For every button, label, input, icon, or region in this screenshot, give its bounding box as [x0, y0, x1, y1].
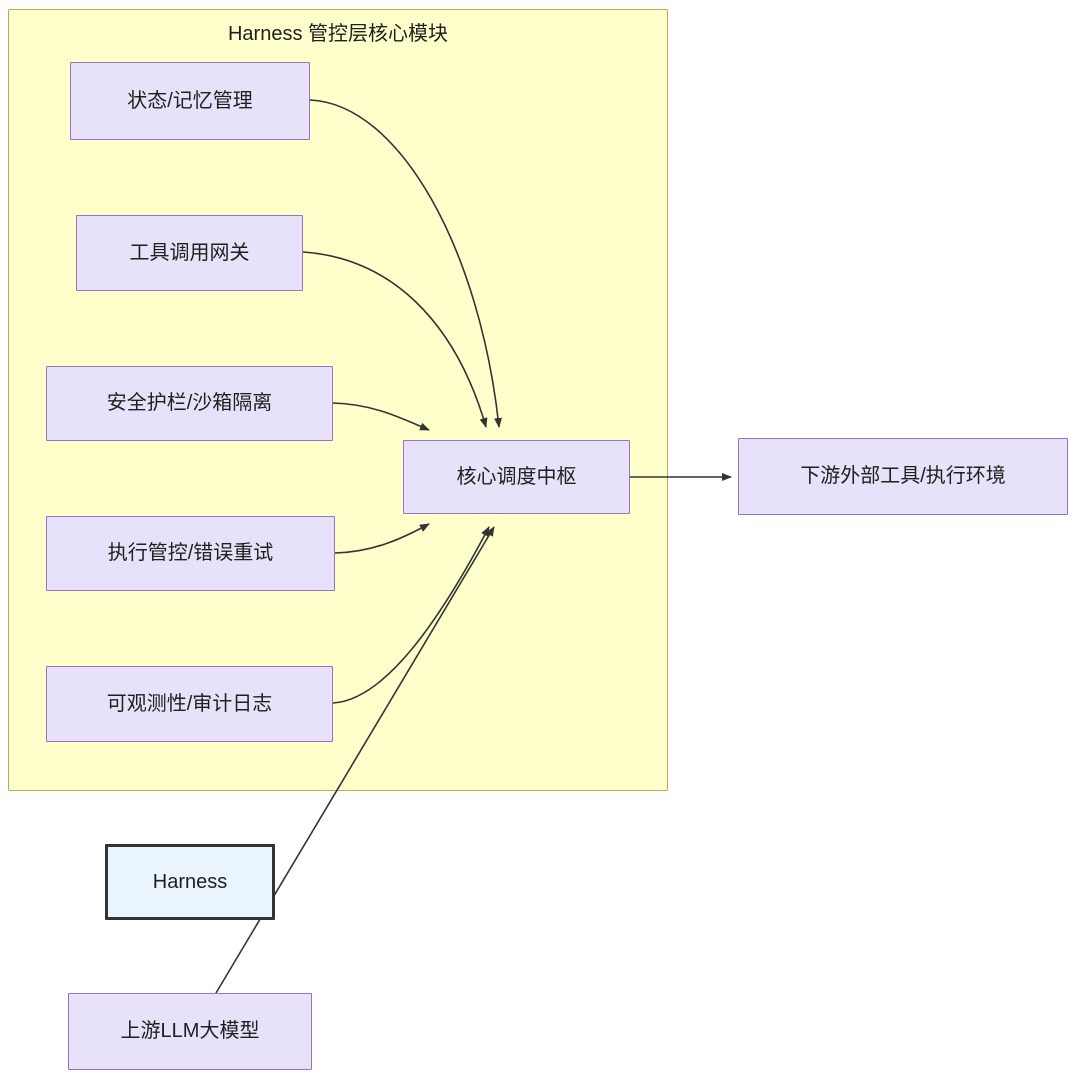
- node-label: 上游LLM大模型: [120, 1020, 260, 1042]
- node-label: 安全护栏/沙箱隔离: [106, 392, 273, 414]
- node-execution-control-retry[interactable]: 执行管控/错误重试: [46, 516, 335, 591]
- node-label: 状态/记忆管理: [127, 89, 253, 112]
- node-upstream-llm[interactable]: 上游LLM大模型: [68, 993, 312, 1070]
- node-downstream-tools-runtime[interactable]: 下游外部工具/执行环境: [738, 438, 1068, 515]
- node-label: 工具调用网关: [129, 241, 250, 264]
- node-tool-invocation-gateway[interactable]: 工具调用网关: [76, 215, 303, 291]
- group-title: Harness 管控层核心模块: [227, 23, 449, 45]
- node-guardrail-sandbox-isolation[interactable]: 安全护栏/沙箱隔离: [46, 366, 333, 441]
- node-label: 核心调度中枢: [456, 465, 577, 488]
- node-state-memory-management[interactable]: 状态/记忆管理: [70, 62, 310, 140]
- node-harness[interactable]: Harness: [105, 844, 275, 920]
- node-label: 可观测性/审计日志: [106, 692, 273, 715]
- node-label: 下游外部工具/执行环境: [800, 465, 1006, 487]
- node-core-scheduling-hub[interactable]: 核心调度中枢: [403, 440, 630, 514]
- node-label: Harness: [152, 870, 228, 893]
- node-label: 执行管控/错误重试: [107, 542, 274, 564]
- node-observability-audit-log[interactable]: 可观测性/审计日志: [46, 666, 333, 742]
